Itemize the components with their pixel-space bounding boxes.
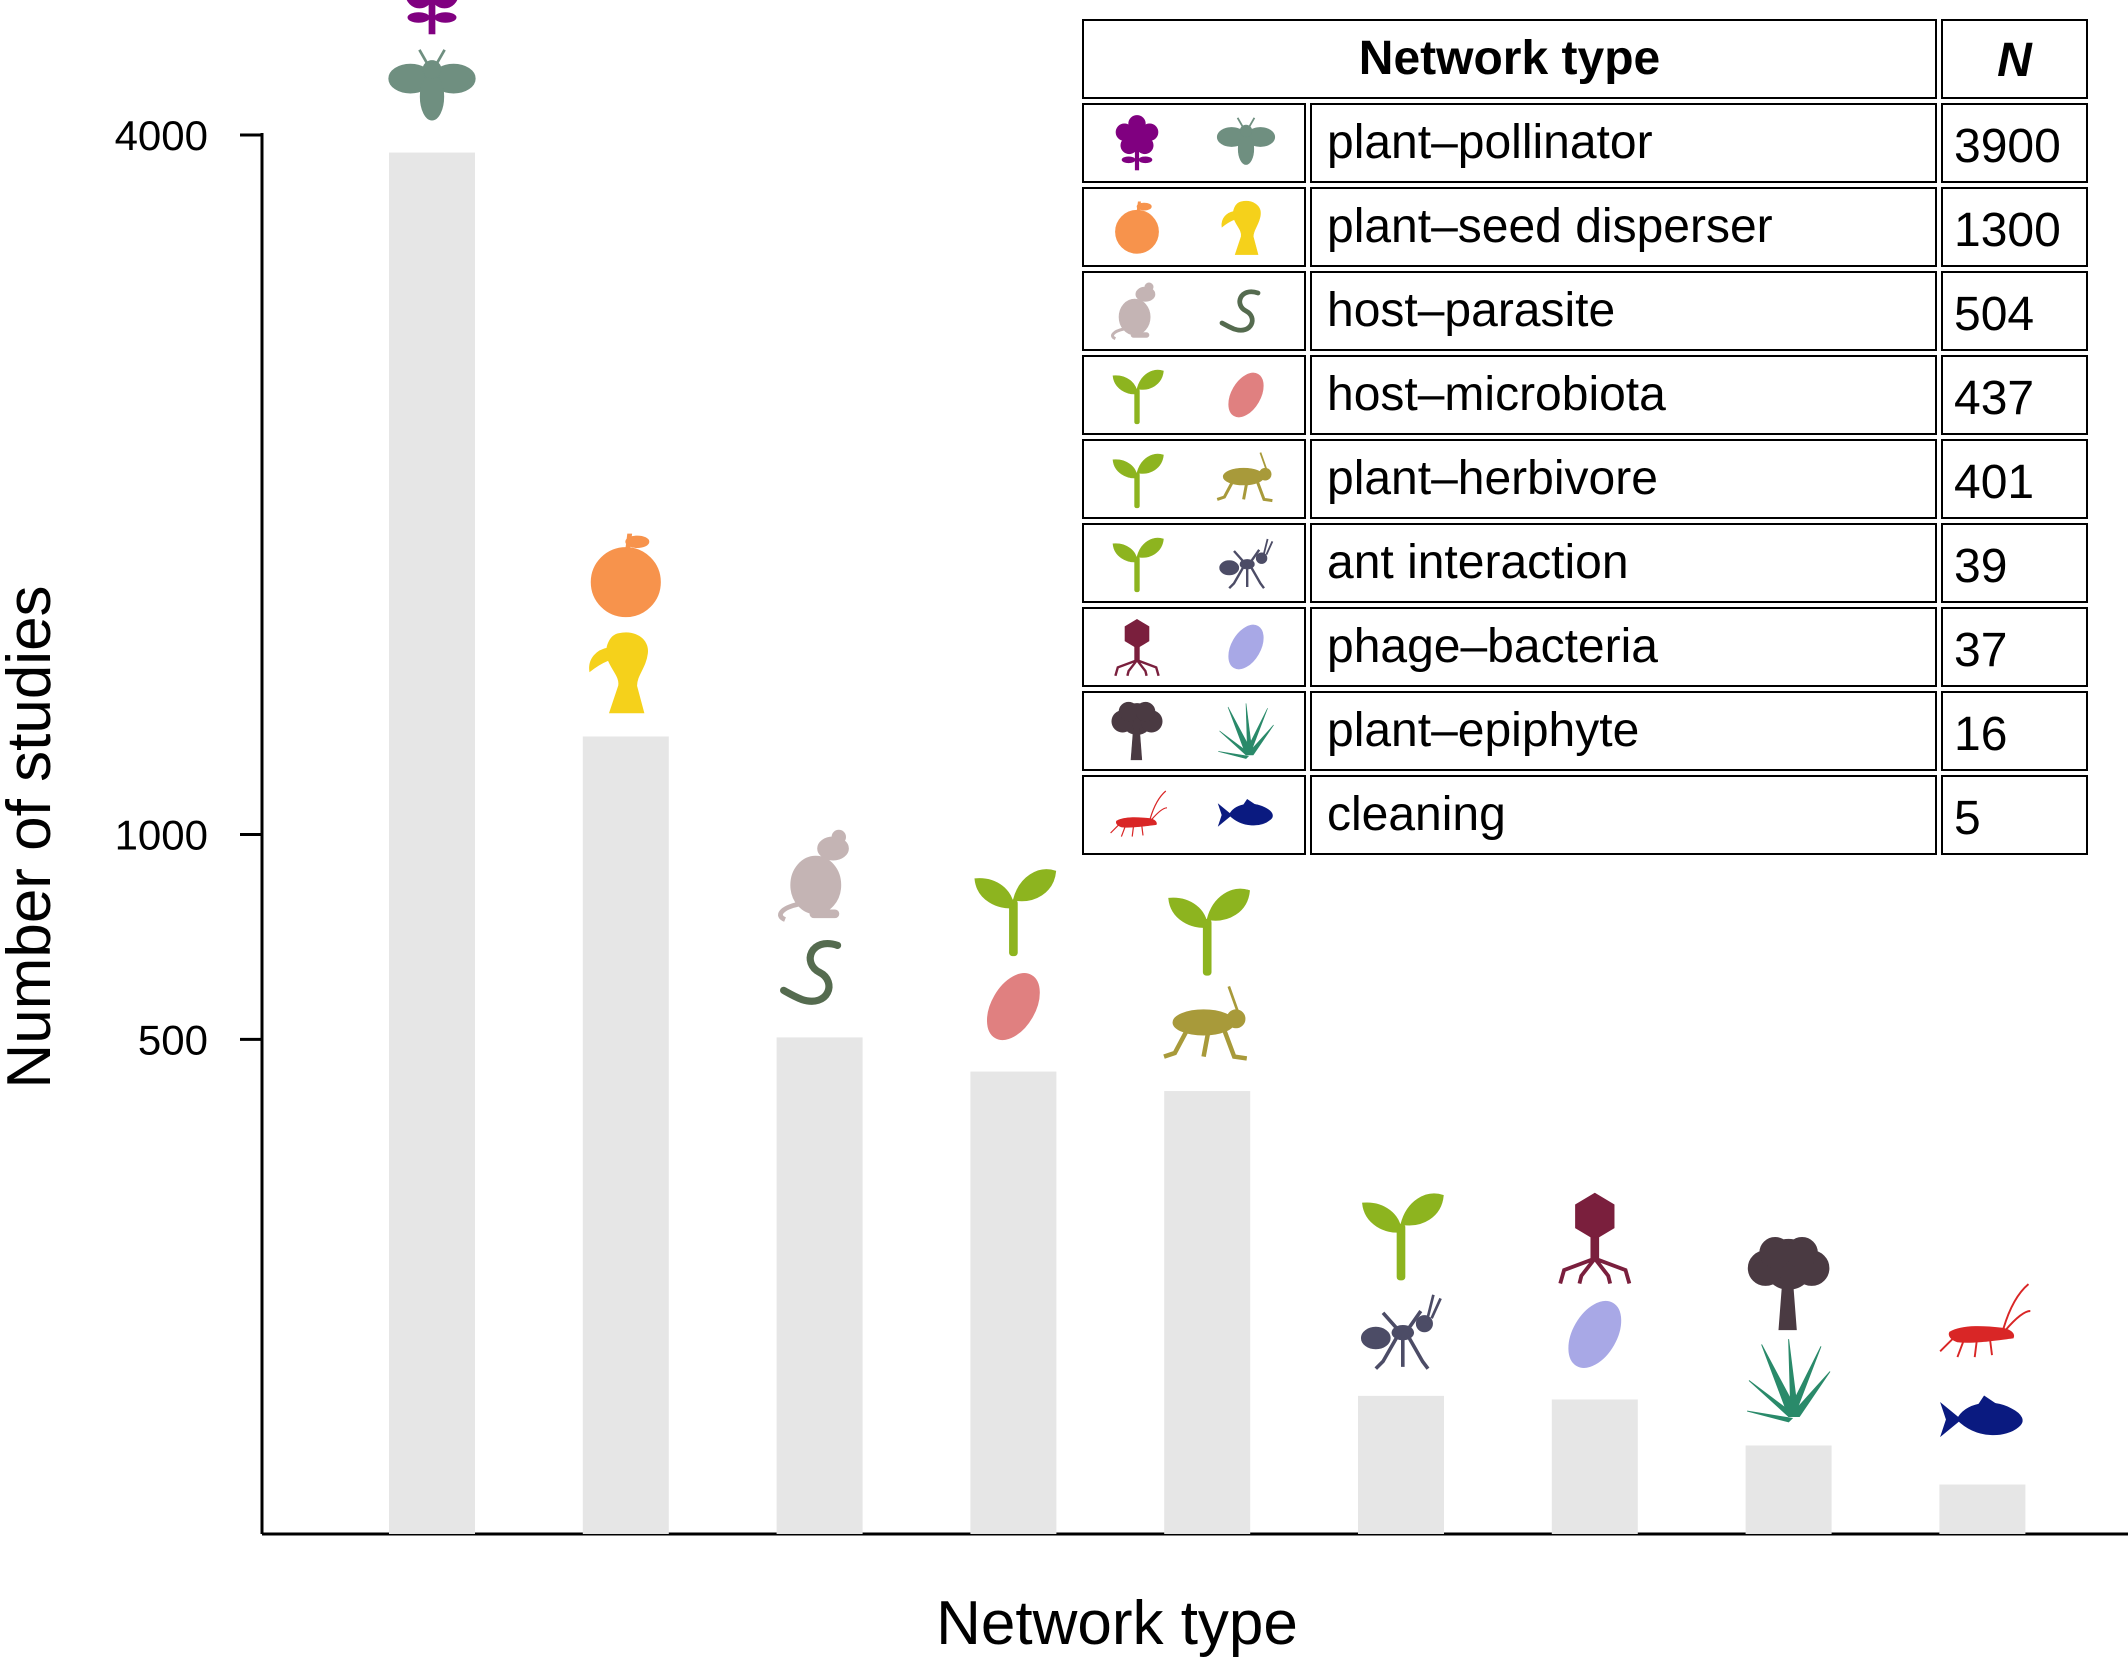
- table-label-cell: [1310, 607, 1937, 687]
- table-label-cell: [1310, 523, 1937, 603]
- bar: [1551, 1399, 1638, 1534]
- table-label-cell: [1310, 355, 1937, 435]
- fruit-icon: [590, 533, 661, 618]
- fish-icon: [1940, 1395, 2023, 1437]
- tree-icon: [1747, 1236, 1830, 1331]
- sprout-icon: [974, 869, 1057, 957]
- bar: [1745, 1445, 1832, 1534]
- table-label-cell: [1310, 271, 1937, 351]
- table-header-cell: [1941, 19, 2088, 99]
- table-n-cell: [1941, 607, 2088, 687]
- table-icon-cell: [1082, 271, 1306, 351]
- table-row-n: 1300: [1954, 204, 2061, 257]
- table-row-label: plant–pollinator: [1327, 116, 1653, 169]
- table-icon-cell: [1082, 523, 1306, 603]
- table-label-cell: [1310, 439, 1937, 519]
- bar: [582, 736, 669, 1534]
- x-axis-title: Network type: [936, 1589, 1298, 1658]
- table-icon-cell: [1082, 691, 1306, 771]
- toucan-icon: [589, 632, 649, 714]
- table-n-cell: [1941, 355, 2088, 435]
- epiphyte-icon: [1746, 1338, 1831, 1423]
- y-axis-title: Number of studies: [0, 585, 64, 1088]
- bacterium-icon: [1557, 1292, 1632, 1377]
- table-row-n: 16: [1954, 708, 2007, 761]
- table-icon-cell: [1082, 355, 1306, 435]
- table-n-cell: [1941, 439, 2088, 519]
- table-row-label: host–microbiota: [1327, 368, 1666, 421]
- table-row-n: 401: [1954, 456, 2034, 509]
- table-icon-cell: [1082, 439, 1306, 519]
- y-tick-label: 500: [138, 1016, 208, 1063]
- table-header-n: N: [1997, 34, 2033, 87]
- table-n-cell: [1941, 523, 2088, 603]
- table-header-cell: [1082, 19, 1937, 99]
- table-row-label: ant interaction: [1327, 536, 1629, 589]
- table-n-cell: [1941, 187, 2088, 267]
- bar: [1358, 1395, 1444, 1534]
- table-label-cell: [1310, 691, 1937, 771]
- bar: [970, 1071, 1057, 1534]
- table-icon-cell: [1082, 607, 1306, 687]
- table-row-n: 39: [1954, 540, 2007, 593]
- table-n-cell: [1941, 691, 2088, 771]
- table-row-n: 3900: [1954, 120, 2061, 173]
- table-row-label: plant–herbivore: [1327, 452, 1658, 505]
- table-row-label: host–parasite: [1327, 284, 1615, 337]
- y-tick-label: 1000: [115, 812, 208, 859]
- table-n-cell: [1941, 775, 2088, 855]
- ant-icon: [1359, 1293, 1443, 1371]
- table-row-label: plant–seed disperser: [1327, 200, 1773, 253]
- table-row-n: 437: [1954, 372, 2034, 425]
- shrimp-icon: [1939, 1283, 2031, 1359]
- table-header-type: Network type: [1359, 32, 1660, 85]
- worm-icon: [784, 944, 838, 1002]
- table-row-label: cleaning: [1327, 788, 1506, 841]
- table-row-label: phage–bacteria: [1327, 620, 1658, 673]
- grasshopper-icon: [1164, 986, 1247, 1058]
- bee-icon: [387, 48, 477, 122]
- table-label-cell: [1310, 103, 1937, 183]
- rat-icon: [780, 830, 848, 919]
- sprout-icon: [1362, 1193, 1444, 1281]
- table-label-cell: [1310, 775, 1937, 855]
- bar: [389, 152, 475, 1535]
- table-row-n: 37: [1954, 624, 2007, 677]
- bar: [1164, 1091, 1251, 1534]
- table-n-cell: [1941, 271, 2088, 351]
- bar: [1939, 1484, 2026, 1534]
- bar: [776, 1037, 863, 1534]
- table-n-cell: [1941, 103, 2088, 183]
- table-row-n: 5: [1954, 792, 1981, 845]
- table-label-cell: [1310, 187, 1937, 267]
- table-row-n: 504: [1954, 288, 2034, 341]
- phage-icon: [1558, 1191, 1632, 1286]
- y-tick-label: 4000: [115, 112, 208, 159]
- sprout-icon: [1168, 888, 1250, 976]
- flower-icon: [397, 0, 467, 35]
- microbe-icon: [976, 964, 1051, 1050]
- table-row-label: plant–epiphyte: [1327, 704, 1639, 757]
